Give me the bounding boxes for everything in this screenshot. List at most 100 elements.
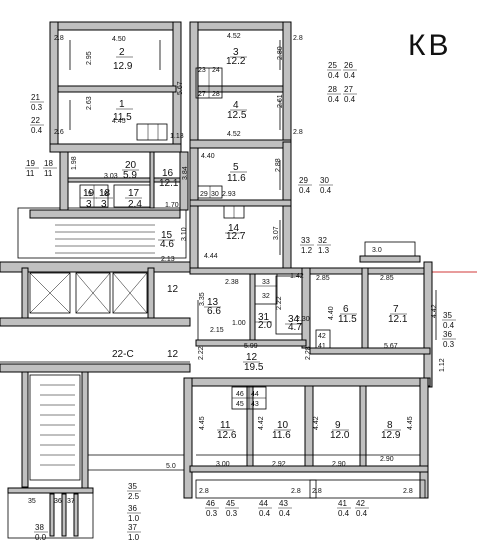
balcony-27-number: 27 bbox=[344, 85, 353, 94]
room-11-number: 11 bbox=[220, 420, 231, 431]
dim-2-8f: 2.8 bbox=[312, 488, 322, 495]
room-14-height: 3.07 bbox=[273, 226, 280, 240]
room-34-width: 2.30 bbox=[296, 316, 310, 323]
room-13-height: 3.35 bbox=[199, 292, 206, 306]
room-3-area: 12.2 bbox=[226, 56, 246, 67]
balcony-46-area: 0.3 bbox=[206, 509, 218, 518]
balcony-29-area: 0.4 bbox=[299, 186, 311, 195]
room-19-area: 3 bbox=[86, 199, 92, 210]
balcony-42-number: 42 bbox=[356, 499, 365, 508]
room-4-area: 12.5 bbox=[227, 110, 247, 121]
dim-5-67b: 5.67 bbox=[384, 343, 398, 350]
dim-1-42: 1.42 bbox=[290, 273, 304, 280]
room-17-area: 2.4 bbox=[128, 199, 142, 210]
dim-2-8d: 2.8 bbox=[199, 488, 209, 495]
dim-2-8g: 2.8 bbox=[403, 488, 413, 495]
balcony-42-area: 0.4 bbox=[356, 509, 368, 518]
dim-5-67a: 5.67 bbox=[177, 81, 184, 95]
label-36a: 36 bbox=[54, 498, 62, 505]
room-15-number: 15 bbox=[161, 230, 173, 241]
balcony-37b-number: 37 bbox=[128, 523, 137, 532]
room-34-height: 2.22 bbox=[276, 296, 283, 310]
balcony-35b-number: 35 bbox=[128, 482, 137, 491]
room-2-number: 2 bbox=[119, 47, 125, 58]
room-16-height: 3.84 bbox=[182, 166, 189, 180]
room-5-width: 4.40 bbox=[201, 153, 215, 160]
room-1-number: 1 bbox=[119, 99, 125, 110]
room-2-area: 12.9 bbox=[113, 61, 133, 72]
balcony-26-number: 26 bbox=[344, 61, 353, 70]
label-44: 44 bbox=[251, 391, 259, 398]
corridor-level-b: 12 bbox=[167, 349, 179, 360]
label-28: 28 bbox=[212, 91, 220, 98]
room-labels: 212.94.502.95111.54.452.63312.24.522.804… bbox=[71, 33, 438, 468]
room-31-width: 1.00 bbox=[232, 320, 246, 327]
label-43: 43 bbox=[251, 401, 259, 408]
room-10-number: 10 bbox=[277, 420, 289, 431]
room-19-number: 19 bbox=[83, 188, 95, 199]
room-14-number: 14 bbox=[228, 223, 240, 234]
room-15-height: 3.10 bbox=[181, 227, 188, 241]
room-7-height: 4.42 bbox=[431, 304, 438, 318]
block-top-left bbox=[49, 21, 189, 211]
room-9-width: 2.90 bbox=[332, 461, 346, 468]
room-1-area: 11.5 bbox=[113, 112, 132, 123]
room-13-number: 13 bbox=[207, 297, 219, 308]
room-3-number: 3 bbox=[233, 47, 239, 58]
room-4-height: 2.61 bbox=[277, 94, 284, 108]
room-8-width: 2.90 bbox=[380, 456, 394, 463]
room-1-width: 4.45 bbox=[112, 118, 126, 125]
label-46: 46 bbox=[236, 391, 244, 398]
room-12-height: 2.22 bbox=[198, 346, 205, 360]
dim-2-8b: 2.8 bbox=[293, 35, 303, 42]
room-12-width: 5.99 bbox=[244, 343, 258, 350]
room-18-area: 3 bbox=[101, 199, 107, 210]
balcony-labels: 250.4260.4280.4270.4210.3220.41911181129… bbox=[25, 61, 456, 542]
balcony-38b-number: 38 bbox=[35, 523, 44, 532]
balcony-25-area: 0.4 bbox=[328, 71, 340, 80]
room-17-number: 17 bbox=[128, 188, 140, 199]
room-7-width: 2.85 bbox=[380, 275, 394, 282]
room-8-height: 4.45 bbox=[407, 416, 414, 430]
room-10-height: 4.42 bbox=[258, 416, 265, 430]
balcony-35r-number: 35 bbox=[443, 311, 452, 320]
balcony-25-number: 25 bbox=[328, 61, 337, 70]
corridor-level-a: 12 bbox=[167, 284, 179, 295]
dim-2-93: 2.93 bbox=[222, 191, 236, 198]
balcony-19-number: 19 bbox=[26, 159, 35, 168]
room-18-number: 18 bbox=[99, 188, 111, 199]
room-9-height: 4.42 bbox=[313, 416, 320, 430]
balcony-36r-number: 36 bbox=[443, 330, 452, 339]
balcony-36b-number: 36 bbox=[128, 504, 137, 513]
balcony-38b-area: 0.0 bbox=[35, 533, 47, 542]
stair-core bbox=[0, 207, 191, 539]
label-29: 29 bbox=[200, 191, 208, 198]
room-20-number: 20 bbox=[125, 160, 137, 171]
dim-2-28: 2.28 bbox=[305, 346, 312, 360]
label-19: 19 bbox=[84, 191, 92, 198]
dim-2-8e: 2.8 bbox=[291, 488, 301, 495]
room-6-width: 2.85 bbox=[316, 275, 330, 282]
room-9-number: 9 bbox=[335, 420, 341, 431]
room-11-width: 3.00 bbox=[216, 461, 230, 468]
room-13-area: 6.6 bbox=[207, 306, 221, 317]
balcony-18-area: 11 bbox=[44, 169, 53, 178]
room-14-area: 12.7 bbox=[226, 231, 246, 242]
balcony-18-number: 18 bbox=[44, 159, 53, 168]
dim-2-15: 2.15 bbox=[210, 327, 224, 334]
room-5-area: 11.6 bbox=[227, 173, 246, 184]
balcony-21-number: 21 bbox=[31, 93, 40, 102]
room-5-number: 5 bbox=[233, 162, 239, 173]
room-12-area: 19.5 bbox=[244, 362, 264, 373]
room-10-area: 11.6 bbox=[272, 430, 291, 441]
label-42: 42 bbox=[318, 333, 326, 340]
room-16-number: 16 bbox=[162, 168, 174, 179]
balcony-36b-area: 1.0 bbox=[128, 514, 140, 523]
label-24: 24 bbox=[212, 67, 220, 74]
balcony-35r-area: 0.4 bbox=[443, 321, 455, 330]
balcony-45-number: 45 bbox=[226, 499, 235, 508]
balcony-21-area: 0.3 bbox=[31, 103, 43, 112]
balcony-22-area: 0.4 bbox=[31, 126, 43, 135]
dim-1-13: 1.13 bbox=[170, 133, 184, 140]
block-top-right bbox=[189, 21, 292, 273]
